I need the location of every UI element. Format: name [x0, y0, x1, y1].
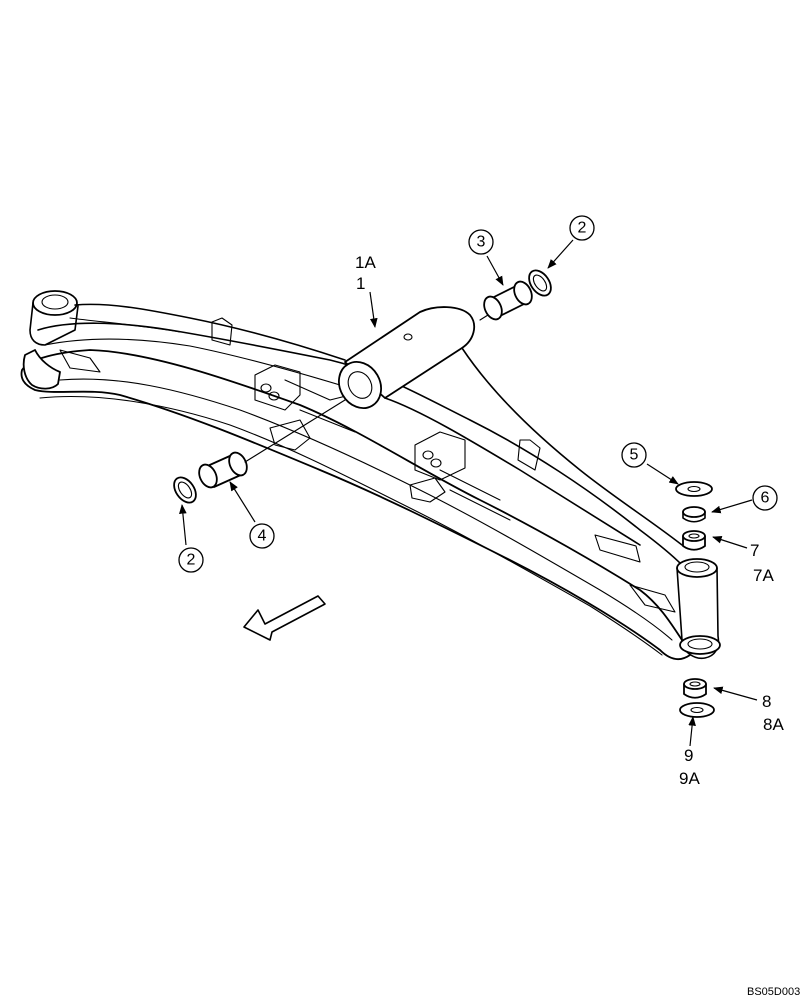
thrust-washer-left	[173, 476, 197, 504]
callout-9: 9	[684, 746, 693, 765]
callout-9a: 9A	[679, 769, 700, 788]
callout-8a: 8A	[763, 715, 784, 734]
callout-8: 8	[762, 692, 771, 711]
thrust-washer-right	[528, 269, 552, 297]
callout-6: 6	[761, 490, 770, 507]
callout-2-left-bubble: 2	[178, 547, 204, 573]
callout-1a: 1A	[355, 253, 376, 272]
drawing-id: BS05D003	[747, 986, 800, 998]
callout-2-top: 2	[578, 220, 587, 237]
washer-upper	[675, 481, 713, 497]
bearing-upper	[682, 530, 706, 551]
pivot-centerline	[244, 314, 489, 463]
bearing-lower	[683, 678, 707, 699]
front-direction-arrow	[243, 595, 326, 641]
washer-lower	[679, 702, 715, 718]
callout-3-bubble: 3	[468, 229, 494, 255]
bushing-left	[198, 451, 248, 489]
callout-4: 4	[258, 528, 267, 545]
callout-4-bubble: 4	[249, 523, 275, 549]
callout-7: 7	[750, 541, 759, 560]
callout-1: 1	[356, 274, 365, 293]
leader-lines	[179, 239, 758, 747]
callout-5-bubble: 5	[621, 442, 647, 468]
callout-3: 3	[477, 234, 486, 251]
callout-2-left: 2	[187, 552, 196, 569]
callout-7a: 7A	[753, 566, 774, 585]
callout-5: 5	[630, 447, 639, 464]
callout-6-bubble: 6	[752, 485, 778, 511]
bushing-right	[483, 280, 533, 321]
callout-2-top-bubble: 2	[569, 215, 595, 241]
front-axle-housing	[20, 290, 721, 661]
seal-upper	[682, 506, 706, 523]
